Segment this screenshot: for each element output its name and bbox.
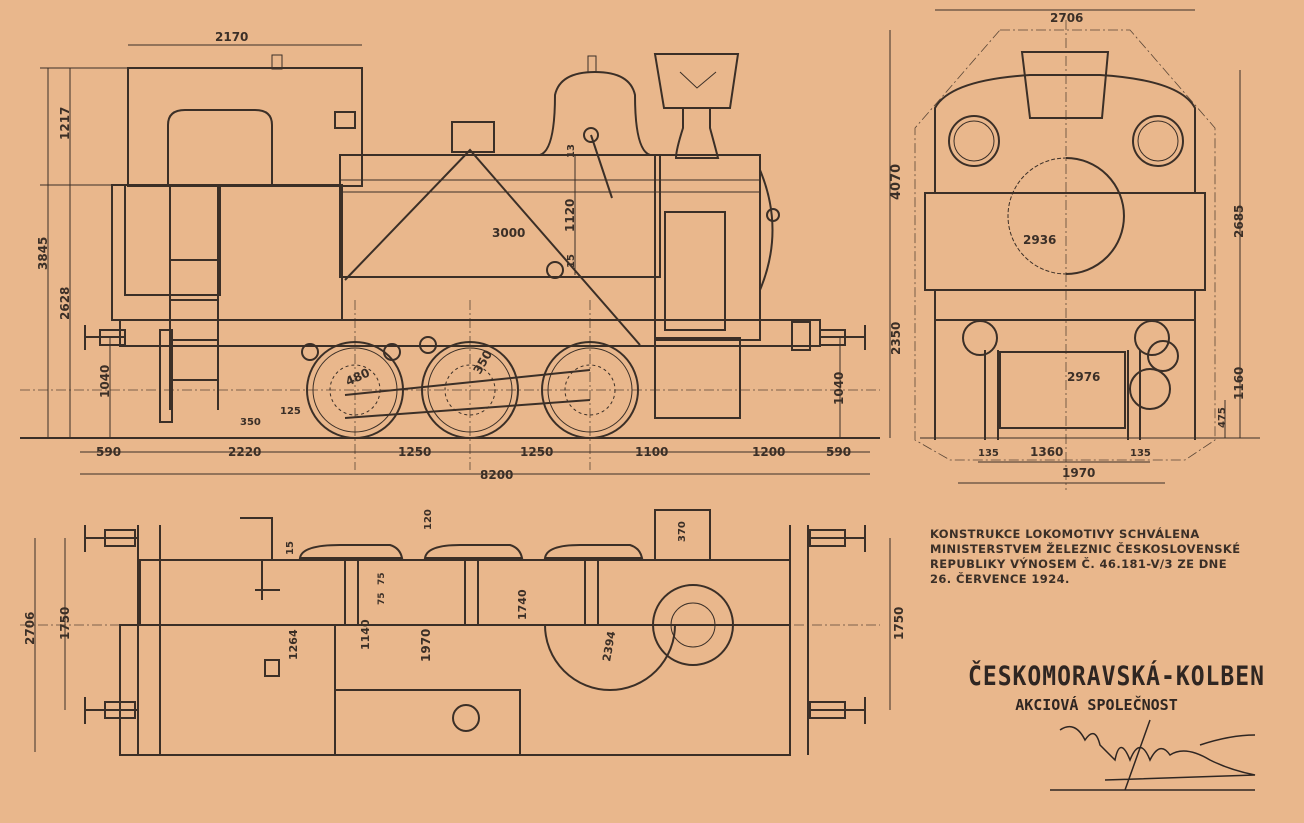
approval-note: KONSTRUKCE LOKOMOTIVY SCHVÁLENA MINISTER… <box>930 527 1241 587</box>
front-view <box>889 9 1260 490</box>
approval-line: KONSTRUKCE LOKOMOTIVY SCHVÁLENA <box>930 527 1200 541</box>
wheel-3 <box>541 341 639 439</box>
dim-gauge-inner: 1360 <box>1030 445 1063 459</box>
buffer-front-right <box>1134 320 1170 356</box>
dim-tube-length: 3000 <box>492 226 525 240</box>
dim-buffer-line: 2350 <box>889 322 903 355</box>
dim-plan-370: 370 <box>677 521 688 542</box>
buffer-plan-1 <box>84 525 138 552</box>
wheel-1 <box>306 341 404 439</box>
dim-spacing-3: 1250 <box>398 445 431 459</box>
dim-dome-13: 13 <box>566 144 577 158</box>
approval-line: REPUBLIKY VÝNOSEM Č. 46.181-V/3 ZE DNE <box>930 557 1227 571</box>
boiler <box>339 154 661 278</box>
dim-lower-width: 2976 <box>1067 370 1100 384</box>
buffer-right <box>819 325 866 350</box>
plan-view <box>20 509 891 756</box>
buffer-plan-2 <box>84 697 138 724</box>
smokebox-plan <box>544 624 676 691</box>
dim-front-lower: 1160 <box>1232 367 1246 400</box>
approval-line: 26. ČERVENCE 1924. <box>930 572 1070 586</box>
smokebox <box>654 154 761 341</box>
dim-footstep: 475 <box>1217 407 1228 428</box>
dim-wheel-350: 350 <box>470 348 495 377</box>
dim-spacing-6: 1200 <box>752 445 785 459</box>
cab <box>127 67 363 187</box>
buffer-plan-3 <box>808 525 866 552</box>
dim-front-height: 4070 <box>889 164 904 200</box>
dim-buffer-height-right: 1040 <box>832 372 846 405</box>
dim-plan-1264: 1264 <box>287 629 300 660</box>
dim-wheel-left: 135 <box>978 448 999 459</box>
steam-dome <box>539 70 651 156</box>
company-stamp: ČESKOMORAVSKÁ-KOLBEN AKCIOVÁ SPOLEČNOST <box>968 662 1265 714</box>
dim-buffer-height-left: 1040 <box>98 365 112 398</box>
dim-rear-125: 125 <box>280 406 301 417</box>
dim-spacing-4: 1250 <box>520 445 553 459</box>
dim-frame-outer: 1970 <box>1062 466 1095 480</box>
dim-plan-75b: 75 <box>377 592 387 605</box>
dim-plan-buffer-left: 1750 <box>58 607 72 640</box>
dim-spacing-1: 590 <box>96 445 121 459</box>
dim-plan-1140: 1140 <box>359 619 372 650</box>
dim-overall-length: 8200 <box>480 468 513 482</box>
dim-rear-350: 350 <box>240 417 261 428</box>
dim-dome-15: 15 <box>566 254 577 268</box>
dim-plan-1970: 1970 <box>419 629 433 662</box>
dim-front-width: 2706 <box>1050 11 1083 25</box>
chimney-front <box>1020 51 1110 119</box>
dim-boiler-height: 2628 <box>58 287 72 320</box>
approval-line: MINISTERSTVEM ŽELEZNIC ČESKOSLOVENSKÉ <box>930 542 1241 556</box>
cab-handrail <box>167 109 273 186</box>
dim-boiler-axis: 2685 <box>1232 205 1246 238</box>
dim-plan-15: 15 <box>285 541 296 555</box>
wheel-splashers <box>298 544 644 559</box>
dim-spacing-5: 1100 <box>635 445 668 459</box>
dim-spacing-7: 590 <box>826 445 851 459</box>
dim-cab-length: 2170 <box>215 30 248 44</box>
dim-total-height: 3845 <box>36 237 50 270</box>
dim-plan-width: 2706 <box>23 612 37 645</box>
stamp-subtitle: AKCIOVÁ SPOLEČNOST <box>1015 696 1178 714</box>
buffer-plan-4 <box>808 697 866 724</box>
loading-gauge-outline <box>914 29 1216 461</box>
cylinder <box>654 337 741 419</box>
signature <box>1050 719 1256 791</box>
dim-plan-1740: 1740 <box>516 589 529 620</box>
dim-spacing-2: 2220 <box>228 445 261 459</box>
dim-plan-120: 120 <box>423 509 434 530</box>
dim-dome-height: 1120 <box>563 199 577 232</box>
dim-cab-height: 1217 <box>58 107 72 140</box>
side-view <box>20 44 880 475</box>
cab-front <box>934 74 1196 194</box>
chimney <box>653 53 740 109</box>
dim-plan-buffer-right: 1750 <box>892 607 906 640</box>
stamp-company: ČESKOMORAVSKÁ-KOLBEN <box>968 662 1265 692</box>
dim-plan-2394: 2394 <box>600 630 618 663</box>
side-tank <box>111 184 343 321</box>
dim-boiler-diam: 2936 <box>1023 233 1056 247</box>
dim-crank-480: 480 <box>343 365 372 388</box>
buffer-left <box>84 325 126 350</box>
wheel-2 <box>421 341 519 439</box>
dim-wheel-right: 135 <box>1130 448 1151 459</box>
buffer-front-left <box>962 320 998 356</box>
dim-plan-75a: 75 <box>377 572 387 585</box>
